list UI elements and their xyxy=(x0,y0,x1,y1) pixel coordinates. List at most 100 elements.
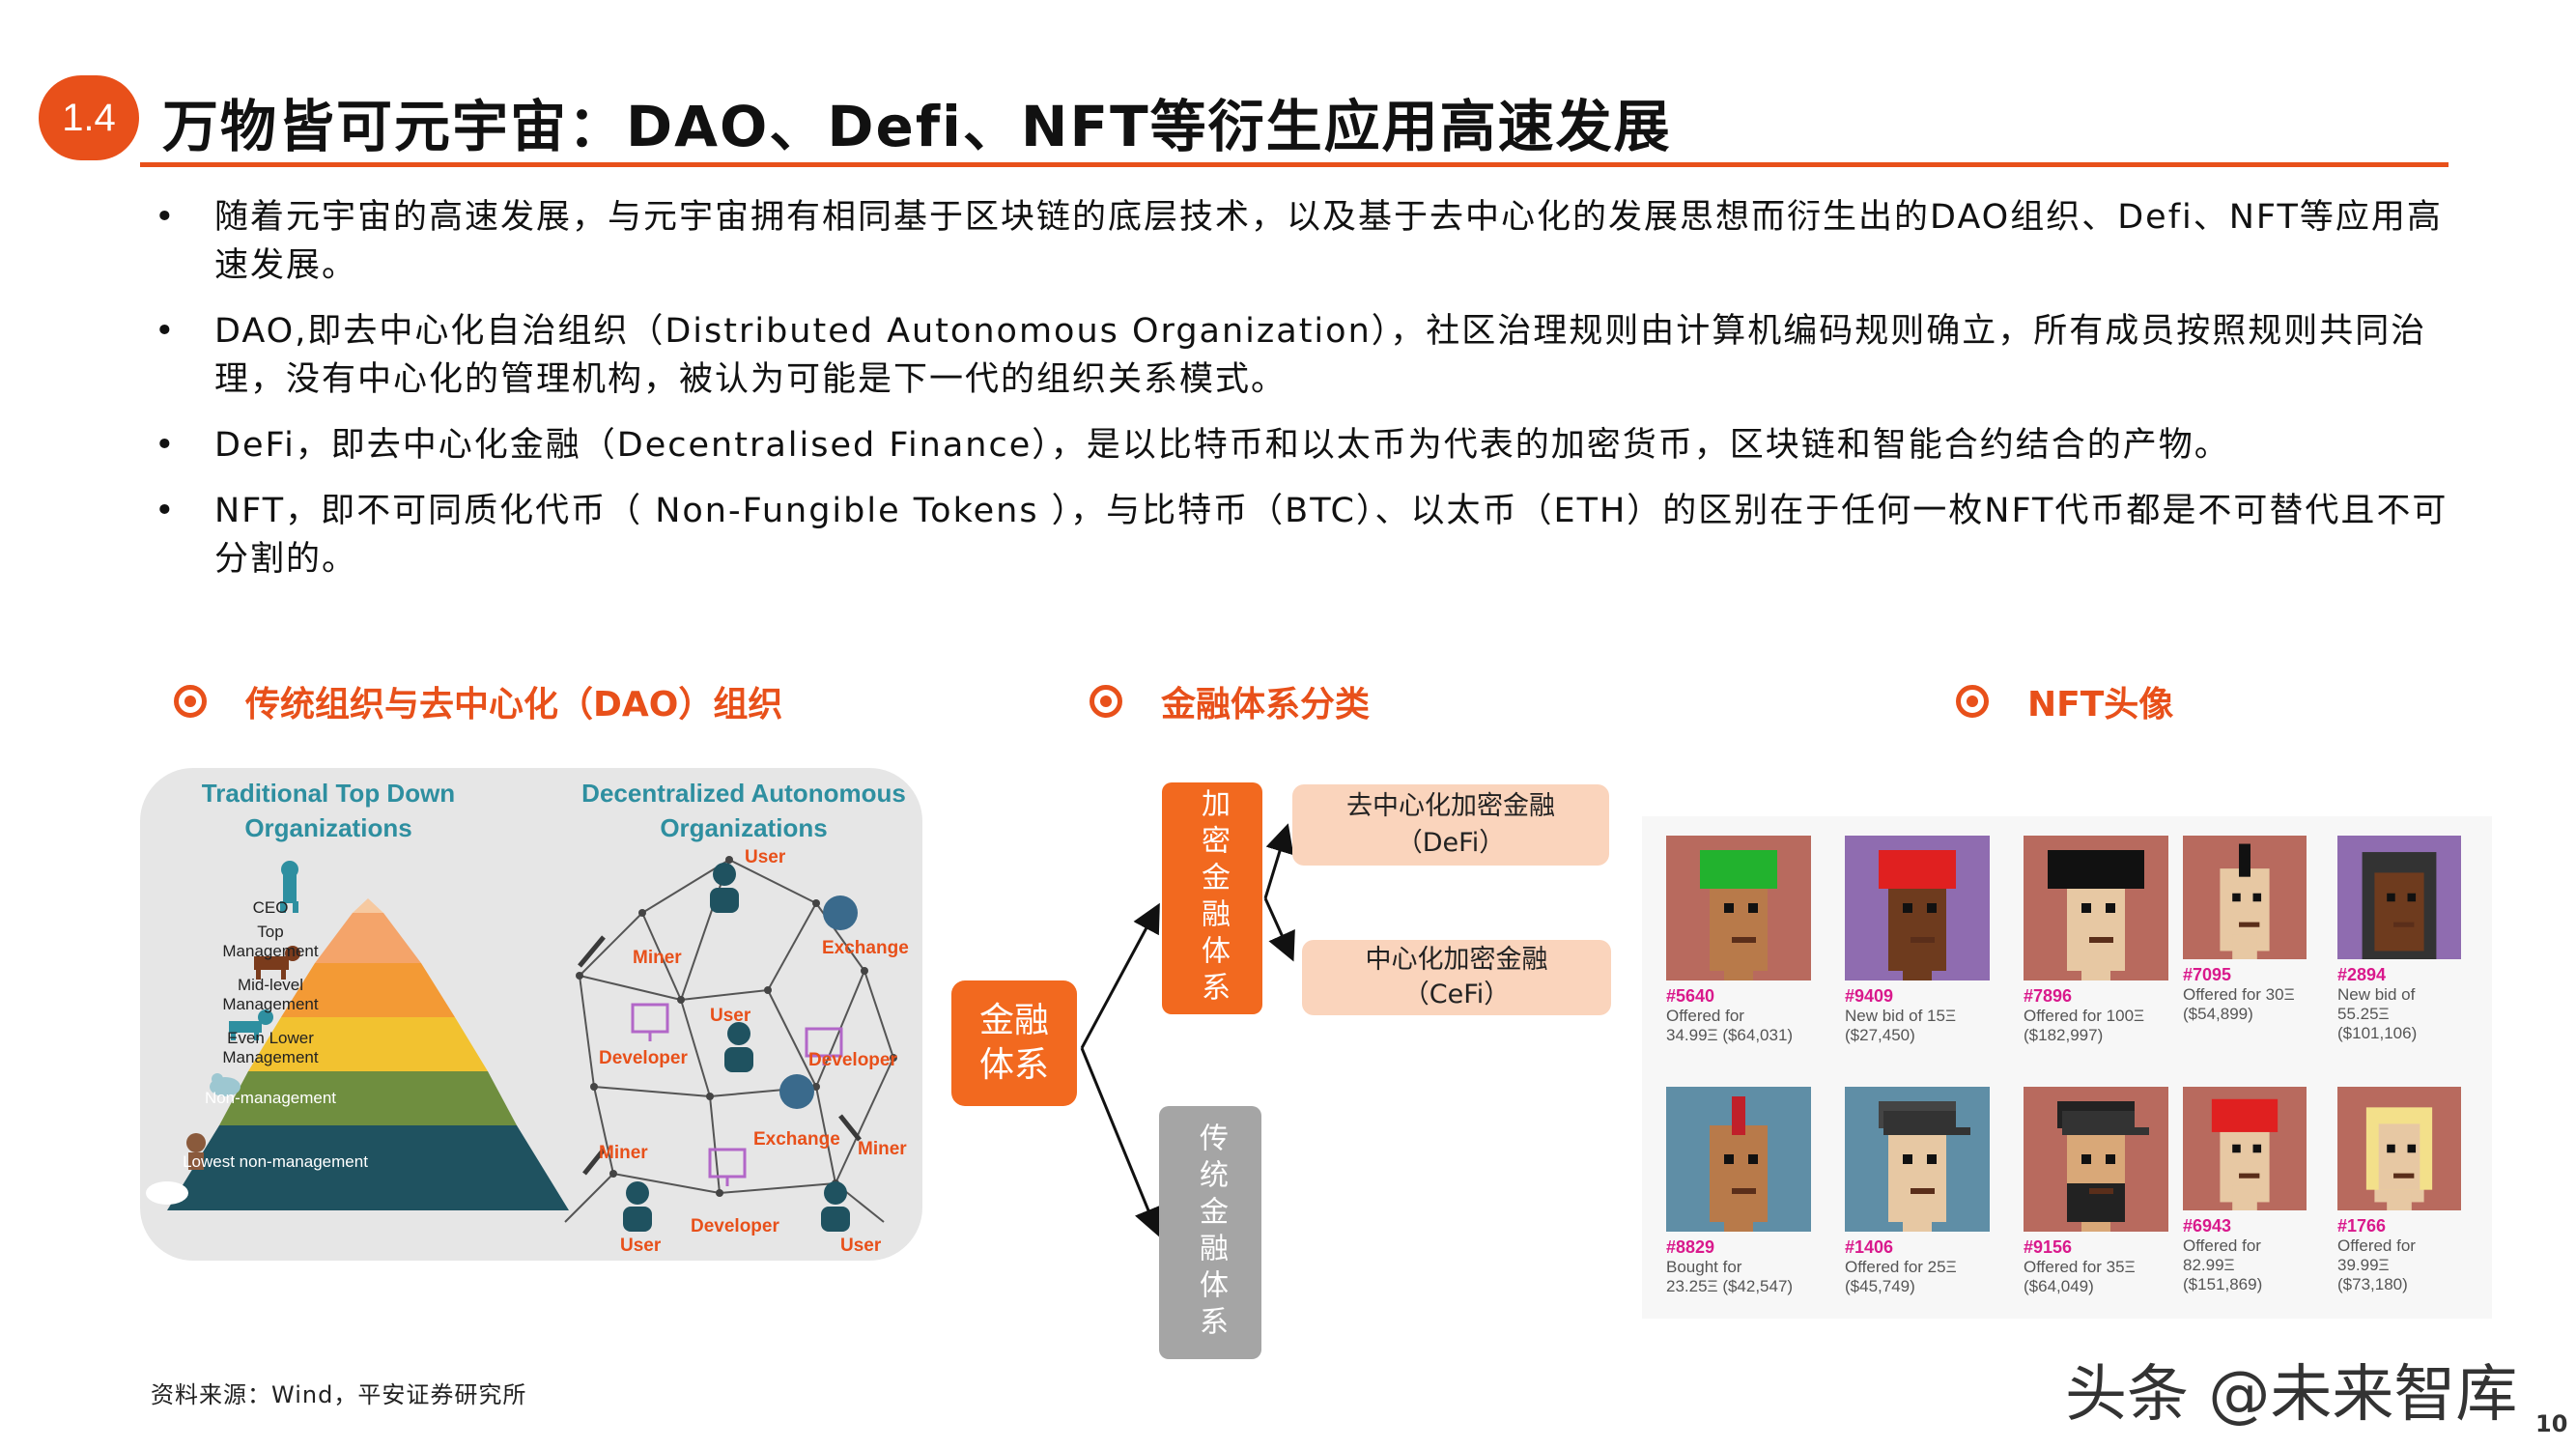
avatar-figure xyxy=(2220,843,2270,959)
nft-offer-text: 39.99Ξ ($73,180) xyxy=(2337,1256,2408,1293)
user-icon xyxy=(724,1022,753,1072)
nft-offer-text: ($182,997) xyxy=(2024,1026,2104,1044)
pyramid-graphic xyxy=(146,856,897,1232)
decentralized-org-title: Decentralized Autonomous Organizations xyxy=(565,776,922,845)
computer-icon xyxy=(805,1027,843,1065)
dog-icon xyxy=(254,946,300,980)
coin-icon xyxy=(779,895,858,1109)
cryptopunk-avatar-icon xyxy=(2024,1087,2168,1232)
pyramid-tier-lowest xyxy=(167,1125,569,1210)
section-header-label: NFT头像 xyxy=(2027,685,2174,724)
watermark: 头条 @未来智库 xyxy=(2065,1359,2518,1431)
nft-id: #7896 xyxy=(2024,986,2073,1006)
arrow-to-cefi xyxy=(1263,897,1295,962)
nft-id: #7095 xyxy=(2183,965,2232,984)
section-header-finance: 金融体系分类 xyxy=(1090,676,1370,726)
title-line: Organizations xyxy=(660,813,828,842)
bullet-marker: • xyxy=(155,198,177,237)
nft-offer-text: Offered for xyxy=(2337,1236,2416,1255)
network-label: User xyxy=(840,1236,882,1256)
nft-offer-text: Offered for 25Ξ xyxy=(1845,1258,1957,1276)
monkey-icon xyxy=(186,1133,206,1170)
section-header-nft: NFT头像 xyxy=(1956,676,2173,726)
avatar-figure xyxy=(2365,1107,2433,1210)
network-label: Developer xyxy=(808,1050,897,1070)
network-label: Exchange xyxy=(822,938,909,958)
nft-offer-text: 34.99Ξ ($64,031) xyxy=(1666,1026,1794,1044)
dao-comparison-diagram: Traditional Top Down Organizations Decen… xyxy=(140,768,922,1261)
finance-system-root: 金融体系 xyxy=(951,980,1077,1106)
traditional-finance-box: 传统金融体系 xyxy=(1159,1106,1261,1359)
nft-offer-text: 23.25Ξ ($42,547) xyxy=(1666,1277,1794,1295)
avatar-figure xyxy=(2211,1098,2279,1210)
bullet-item: • DAO,即去中心化自治组织（Distributed Autonomous Or… xyxy=(145,307,2453,404)
arrow-to-traditional xyxy=(1080,1047,1162,1237)
bullet-text: DeFi，即去中心化金融（Decentralised Finance），是以比特… xyxy=(214,426,2230,465)
nft-offer-text: ($54,899) xyxy=(2183,1005,2253,1023)
pyramid-tier-mid xyxy=(281,963,455,1017)
pyramid-tier-ceo xyxy=(353,898,383,913)
pyramid-tier-top xyxy=(315,913,421,963)
network-label: Developer xyxy=(691,1216,779,1236)
tier-label: CEO xyxy=(252,898,289,917)
tier-label: Lowest non-management xyxy=(183,1152,368,1171)
defi-label: 去中心化加密金融 xyxy=(1346,791,1555,821)
cryptopunk-avatar-icon xyxy=(1666,836,1811,980)
nft-id: #8829 xyxy=(1666,1237,1715,1257)
nft-offer-text: 55.25Ξ ($101,106) xyxy=(2337,1005,2418,1042)
section-header-dao: 传统组织与去中心化（DAO）组织 xyxy=(174,676,782,726)
cefi-box: 中心化加密金融 （CeFi） xyxy=(1302,940,1611,1015)
bullet-marker: • xyxy=(155,312,177,351)
avatar-figure xyxy=(1879,850,1956,980)
nft-offer-text: Offered for xyxy=(2183,1236,2261,1255)
bullet-text: DAO,即去中心化自治组织（Distributed Autonomous Org… xyxy=(214,312,2427,399)
avatar-figure xyxy=(2048,850,2144,980)
cryptopunk-avatar-icon xyxy=(2337,1087,2461,1210)
pyramid-tier-nonmgmt xyxy=(219,1071,517,1125)
network-label: Miner xyxy=(858,1139,907,1159)
network-label: User xyxy=(745,847,786,867)
nft-id: #1766 xyxy=(2337,1216,2387,1236)
nft-id: #5640 xyxy=(1666,986,1715,1006)
pickaxe-icon xyxy=(578,935,862,1176)
avatar-figure xyxy=(1879,1101,1970,1232)
nft-offer-text: Offered for 100Ξ xyxy=(2024,1007,2145,1025)
radio-bullet-icon xyxy=(174,685,207,718)
section-header-label: 金融体系分类 xyxy=(1161,685,1371,724)
computer-icon xyxy=(708,1148,747,1186)
network-label: Miner xyxy=(633,948,682,968)
nft-offer-text: Offered for 30Ξ xyxy=(2183,985,2295,1004)
arrow-to-crypto xyxy=(1080,902,1160,1049)
cefi-label: 中心化加密金融 xyxy=(1365,945,1548,975)
title-line: Traditional Top Down xyxy=(201,779,456,808)
network-graph xyxy=(564,859,894,1223)
bullet-marker: • xyxy=(155,492,177,530)
bullet-item: •DeFi，即去中心化金融（Decentralised Finance），是以比… xyxy=(145,421,2453,469)
computer-icon xyxy=(631,1003,669,1041)
section-number-badge: 1.4 xyxy=(39,75,139,160)
user-icon xyxy=(821,1181,850,1232)
tier-label: Non-management xyxy=(204,1089,337,1107)
cat-icon xyxy=(229,1009,273,1040)
cefi-label-sub: （CeFi） xyxy=(1402,980,1511,1009)
arrow-to-defi xyxy=(1263,823,1294,899)
nft-id: #9156 xyxy=(2024,1237,2073,1257)
bullet-text: NFT，即不可同质化代币（ Non-Fungible Tokens ），与比特币… xyxy=(214,492,2449,579)
radio-bullet-icon xyxy=(1956,685,1989,718)
nft-offer-text: ($27,450) xyxy=(1845,1026,1915,1044)
nft-offer-text: New bid of xyxy=(2337,985,2416,1004)
